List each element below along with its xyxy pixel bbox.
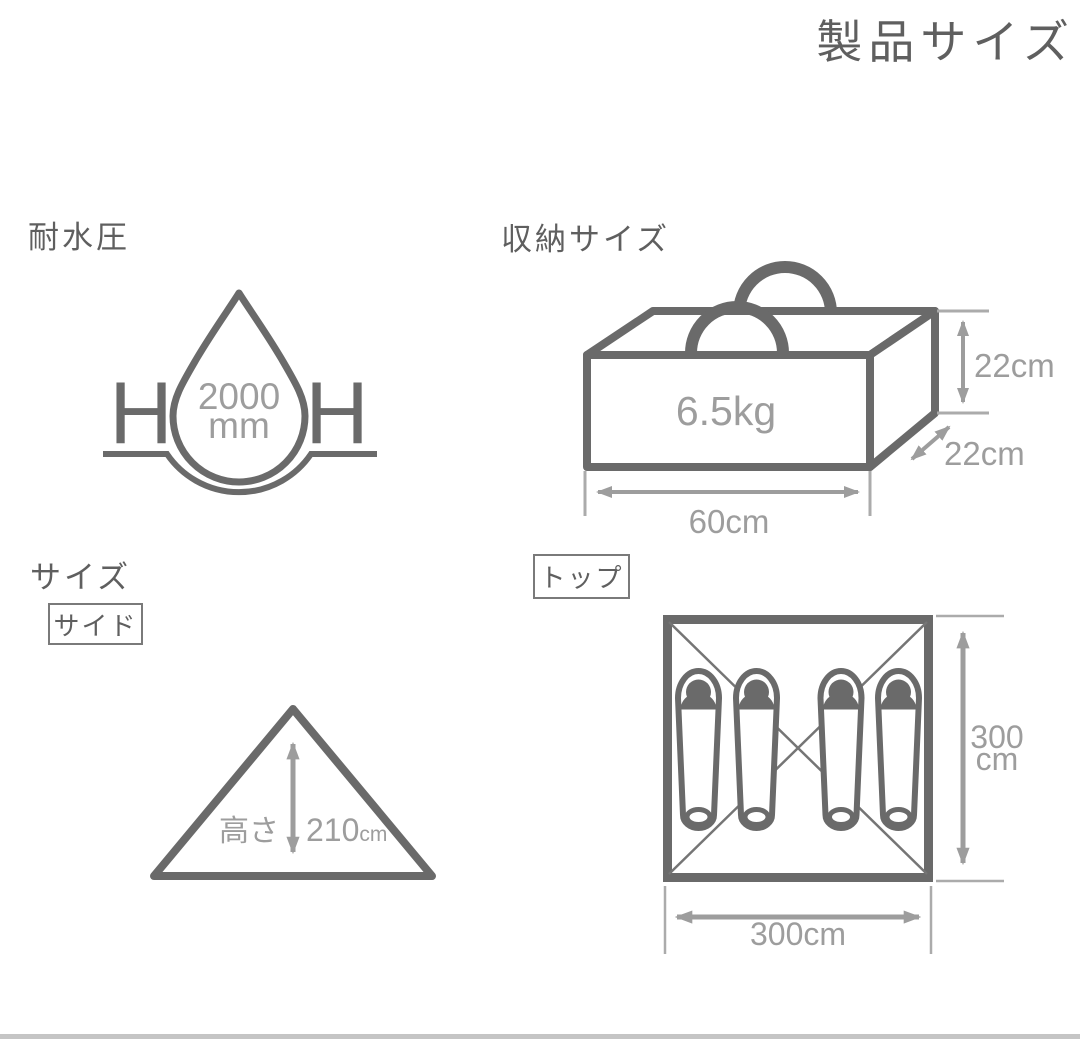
storage-width: 60cm <box>689 503 770 540</box>
storage-depth: 22cm <box>944 435 1025 472</box>
tent-height-unit: cm <box>359 823 387 846</box>
extension-lines <box>583 309 989 516</box>
storage-height: 22cm <box>974 347 1055 384</box>
box-front-face <box>583 351 874 471</box>
storage-size-label: 収納サイズ <box>501 222 671 257</box>
h-letter-left: H <box>109 363 173 462</box>
sleeping-bag-icon <box>678 671 719 828</box>
tent-height-value: 210cm <box>306 812 387 848</box>
floor-diagonals <box>668 621 928 875</box>
tent-side-view-diagram: 高さ 210cm <box>150 705 436 880</box>
floor-depth-unit: cm <box>976 741 1019 777</box>
storage-weight: 6.5kg <box>676 388 776 434</box>
teardrop-outline <box>169 289 309 486</box>
water-drop-icon: H H 2000 mm <box>103 289 377 496</box>
h-letter-right: H <box>305 363 369 462</box>
extension-lines <box>663 614 1004 954</box>
bottom-divider <box>0 1034 1080 1039</box>
water-resistance-label: 耐水圧 <box>28 220 130 255</box>
sleeping-bag-icon <box>736 671 777 828</box>
water-pressure-unit: mm <box>208 405 270 446</box>
water-surface-line <box>103 451 377 496</box>
floor-depth-value: 300 <box>970 719 1023 755</box>
tent-height-number: 210 <box>306 812 359 848</box>
storage-bag-icon: 6.5kg 22cm 22cm 60cm <box>583 261 1055 540</box>
size-label: サイズ <box>30 560 132 595</box>
top-view-tag: トップ <box>533 554 630 599</box>
top-view-tag-label: トップ <box>539 563 624 593</box>
carry-handle-front <box>685 301 789 354</box>
depth-dimension-arrow <box>910 425 951 461</box>
tent-height-label: 高さ <box>219 815 279 848</box>
sleeping-bag-icon <box>878 671 919 828</box>
sleeping-bag-icon <box>821 671 862 828</box>
water-pressure-value: 2000 <box>198 376 280 417</box>
floor-width-value: 300cm <box>750 916 846 952</box>
carry-handle-back <box>733 261 837 314</box>
page-title: 製品サイズ <box>816 16 1075 68</box>
tent-top-view-diagram: 300 cm 300cm <box>663 614 1024 954</box>
side-view-tag: サイド <box>48 603 143 645</box>
side-view-tag-label: サイド <box>53 610 138 641</box>
